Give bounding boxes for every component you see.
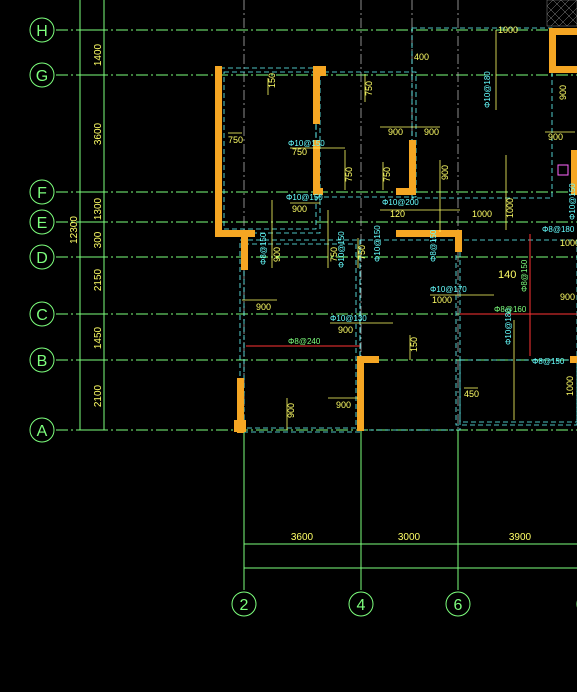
anno-y-19: 1000 <box>432 295 452 305</box>
anno-c-4: Φ8@150 <box>259 232 268 265</box>
anno-y-4: 900 <box>388 127 403 137</box>
col-label-2: 2 <box>240 597 249 614</box>
dim-300: 300 <box>93 231 104 248</box>
anno-y-9: 750 <box>382 167 392 182</box>
row-label-c: C <box>36 307 48 324</box>
anno-y-21: 900 <box>338 325 353 335</box>
yellow-annotations: 400 150 750 750 900 900 900 750 750 750 … <box>228 25 577 418</box>
vertical-dimension-lines <box>76 0 108 431</box>
anno-y-11: 1000 <box>472 209 492 219</box>
anno-c-3: Φ10@150 <box>286 193 323 202</box>
anno-c-8: Φ10@170 <box>430 285 467 294</box>
anno-y-23: 900 <box>560 292 575 302</box>
col-axis-labels: 2 4 6 <box>231 591 577 617</box>
row-label-g: G <box>36 68 48 85</box>
hatch-area <box>546 0 577 27</box>
dim-1400: 1400 <box>93 43 104 66</box>
cyan-annotations: Φ10@180 Φ10@150 Φ10@200 Φ10@150 Φ8@150 Φ… <box>259 71 577 366</box>
yellow-brackets <box>228 30 575 430</box>
col-grid-lines-upper <box>243 0 459 430</box>
vertical-dimension-texts: 1400 3600 1300 300 2150 1450 2100 12300 <box>69 43 104 407</box>
dim-3900-h: 3900 <box>509 532 532 543</box>
anno-y-27: 900 <box>336 400 351 410</box>
magenta-marker <box>557 164 569 176</box>
anno-y-15: 900 <box>292 204 307 214</box>
dim-total: 12300 <box>69 216 80 244</box>
row-axis-labels: H G F E D C B A <box>29 17 55 443</box>
col-label-4: 4 <box>357 597 366 614</box>
row-label-b: B <box>37 353 48 370</box>
anno-g-1: Φ8@160 <box>494 305 527 314</box>
anno-y-14: 900 <box>272 247 282 262</box>
red-lines <box>246 234 577 356</box>
anno-y-6: 900 <box>548 132 563 142</box>
anno-y-10: 120 <box>390 209 405 219</box>
anno-y-29: 1000 <box>498 25 518 35</box>
anno-c-10: Φ10@180 <box>504 308 513 345</box>
dim-3000-h: 3000 <box>398 532 421 543</box>
anno-y-18: 900 <box>256 302 271 312</box>
dim-3600-h: 3600 <box>291 532 314 543</box>
anno-g-0: Φ8@240 <box>288 337 321 346</box>
dim-2100: 2100 <box>93 384 104 407</box>
anno-c-5: Φ10@150 <box>337 231 346 268</box>
anno-y-24: 150 <box>409 337 419 352</box>
dim-2150: 2150 <box>93 268 104 291</box>
anno-c-12: Φ10@150 <box>568 183 577 220</box>
anno-y-3: 750 <box>228 135 243 145</box>
anno-y-26: 900 <box>286 403 296 418</box>
anno-c-1: Φ10@150 <box>288 139 325 148</box>
anno-y-5: 900 <box>424 127 439 137</box>
anno-y-13: 900 <box>440 165 450 180</box>
anno-y-12: 1000 <box>505 198 515 218</box>
anno-y-1: 150 <box>267 73 277 88</box>
anno-c-2: Φ10@200 <box>382 198 419 207</box>
anno-y-7: 750 <box>292 147 307 157</box>
anno-y-8: 750 <box>344 167 354 182</box>
dim-1300: 1300 <box>93 197 104 220</box>
anno-y-28: 1000 <box>565 376 575 396</box>
col-label-6: 6 <box>454 597 463 614</box>
anno-g-2: Φ8@150 <box>520 259 529 292</box>
anno-c-0: Φ10@180 <box>483 71 492 108</box>
anno-c-13: Φ8@150 <box>532 357 565 366</box>
anno-y-25: 450 <box>464 389 479 399</box>
anno-c-9: Φ10@130 <box>330 314 367 323</box>
anno-y-22: 1000 <box>560 238 577 248</box>
anno-y-0: 400 <box>414 52 429 62</box>
row-label-e: E <box>37 215 48 232</box>
anno-y-17: 750 <box>329 247 339 262</box>
anno-y-16: 750 <box>357 245 367 260</box>
dim-3600: 3600 <box>93 122 104 145</box>
row-label-d: D <box>36 250 48 267</box>
row-label-h: H <box>36 23 48 40</box>
green-annotations: Φ8@240 Φ8@160 Φ8@150 <box>288 259 529 346</box>
horizontal-dimension-lines <box>244 543 577 569</box>
anno-c-7: Φ8@150 <box>429 229 438 262</box>
dim-1450: 1450 <box>93 326 104 349</box>
anno-y-30: 900 <box>558 85 568 100</box>
row-label-f: F <box>37 185 47 202</box>
structural-walls <box>215 28 577 433</box>
anno-y-20: 140 <box>498 269 516 281</box>
col-grid-lines <box>243 430 459 590</box>
horizontal-dimension-texts: 3600 3000 3900 <box>291 532 532 543</box>
anno-c-6: Φ10@150 <box>373 225 382 262</box>
anno-y-2: 750 <box>364 81 374 96</box>
row-label-a: A <box>37 423 48 440</box>
anno-c-11: Φ8@180 <box>542 225 575 234</box>
